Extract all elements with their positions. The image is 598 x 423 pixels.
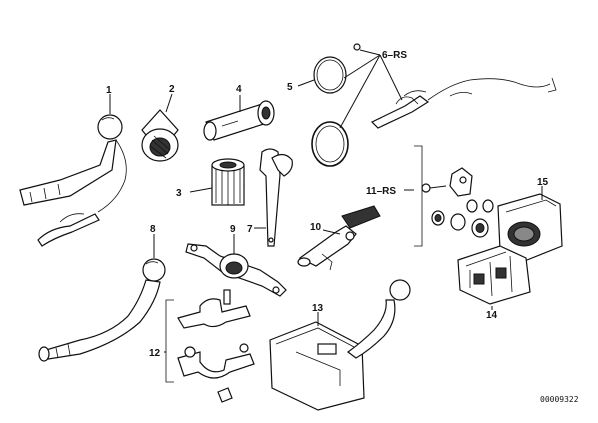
callout-9: 9 xyxy=(230,224,236,235)
callout-11-rs: 11–RS xyxy=(366,186,396,197)
callout-12: 12 xyxy=(149,348,161,359)
callout-13: 13 xyxy=(312,303,324,314)
callout-8: 8 xyxy=(150,224,156,235)
callout-1: 1 xyxy=(106,85,112,96)
callout-3: 3 xyxy=(176,188,182,199)
callout-4: 4 xyxy=(236,84,242,95)
part-8-tow-bar xyxy=(38,258,166,362)
part-5-circlip xyxy=(313,56,347,94)
part-1-tow-bar xyxy=(19,114,127,247)
part-10-lever xyxy=(297,205,381,271)
callout-10: 10 xyxy=(310,222,322,233)
callout-2: 2 xyxy=(169,84,175,95)
part-7-spanner xyxy=(259,148,293,247)
part-9-bracket xyxy=(185,243,287,297)
callout-5: 5 xyxy=(287,82,293,93)
callout-7: 7 xyxy=(247,224,253,235)
callout-14: 14 xyxy=(486,310,498,321)
callout-6-rs: 6–RS xyxy=(382,50,407,61)
diagram-reference-number: 00009322 xyxy=(540,395,579,404)
callout-15: 15 xyxy=(537,177,549,188)
part-12-clamp-set xyxy=(165,289,255,403)
part-2-wing-socket xyxy=(141,109,179,162)
part-11-rs-small-parts xyxy=(414,145,494,247)
part-4-tube xyxy=(203,100,275,141)
part-3-knurled-sleeve xyxy=(211,158,245,206)
part-14-socket-housing xyxy=(457,245,531,305)
part-13-detachable-hook xyxy=(269,279,411,411)
part-6-lock-set xyxy=(311,43,557,167)
